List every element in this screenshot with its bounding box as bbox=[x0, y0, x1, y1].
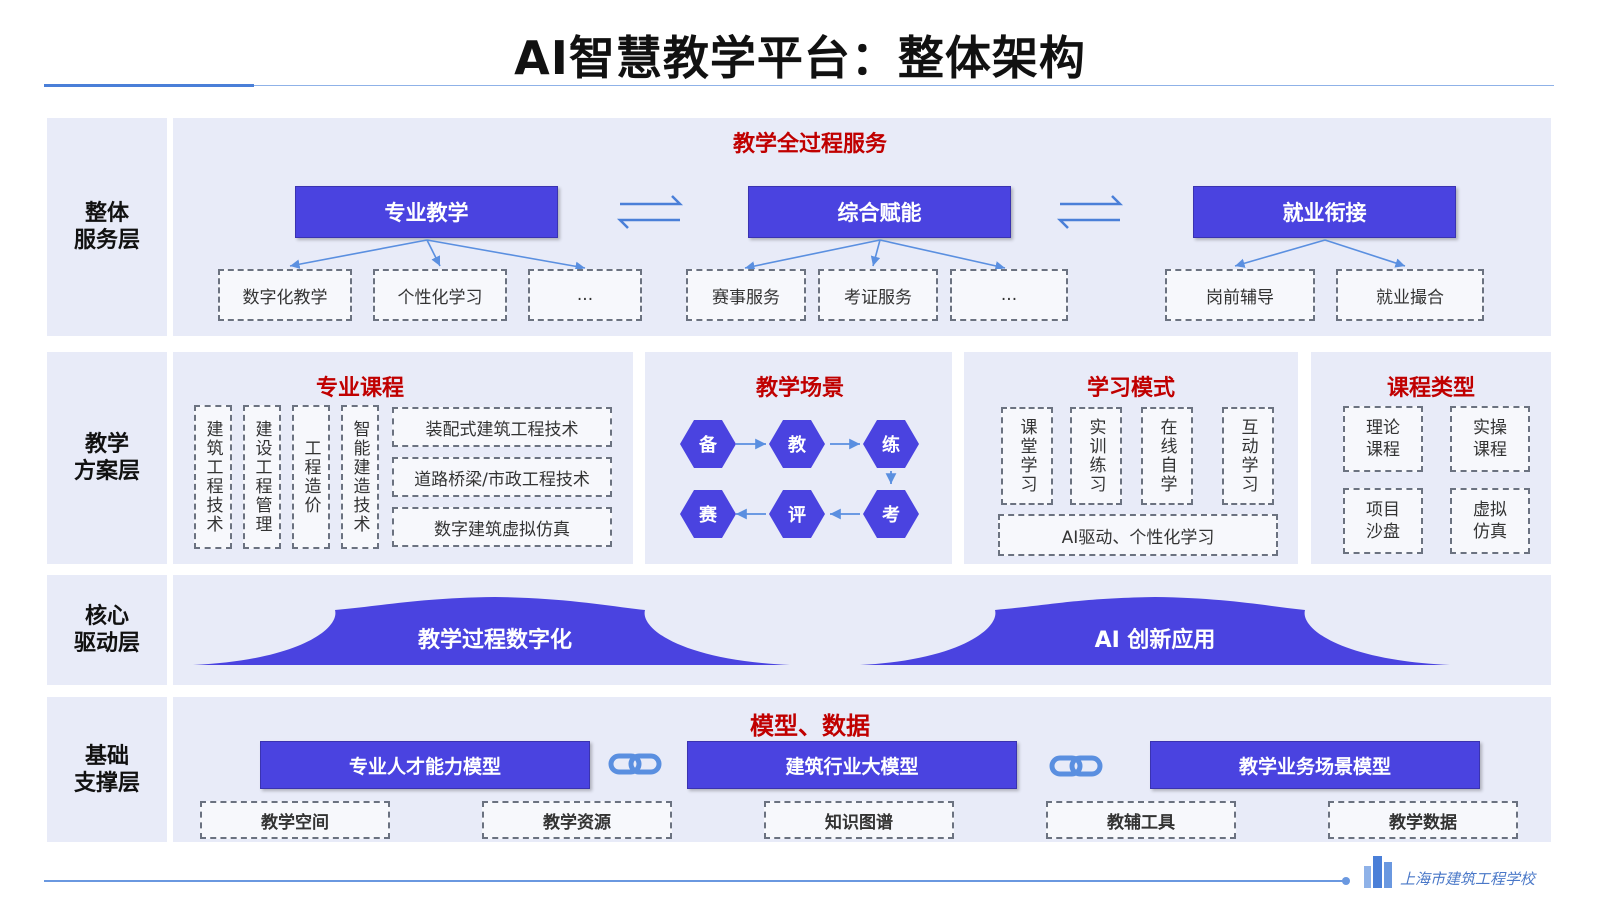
scene-cycle: 备 教 练 考 评 赛 bbox=[680, 420, 919, 538]
course-type-item[interactable]: 理论 课程 bbox=[1343, 406, 1423, 472]
title-underline-accent bbox=[44, 84, 254, 87]
service-item[interactable]: 数字化教学 bbox=[218, 269, 352, 321]
base-item[interactable]: 教学数据 bbox=[1328, 801, 1518, 839]
scene-step: 练 bbox=[882, 434, 900, 456]
group-comprehensive-enablement[interactable]: 综合赋能 bbox=[748, 186, 1011, 238]
service-item[interactable]: ... bbox=[950, 269, 1068, 321]
school-logo-icon bbox=[1364, 856, 1392, 888]
mode-vertical-item[interactable]: 实训练习 bbox=[1070, 407, 1122, 505]
course-vertical-item[interactable]: 工程造价 bbox=[292, 405, 330, 549]
page-title: AI智慧教学平台：整体架构 bbox=[514, 31, 1086, 85]
mode-vertical-item[interactable]: 互动学习 bbox=[1222, 407, 1274, 505]
row-label-service: 整体 服务层 bbox=[47, 118, 167, 336]
course-type-item[interactable]: 项目 沙盘 bbox=[1343, 488, 1423, 554]
title-underline bbox=[254, 85, 1554, 86]
row-label-drive: 核心 驱动层 bbox=[47, 575, 167, 685]
scene-step: 考 bbox=[882, 504, 900, 526]
mode-bottom-item[interactable]: AI驱动、个性化学习 bbox=[998, 514, 1278, 556]
scene-heading: 教学场景 bbox=[755, 376, 844, 401]
chain-link-icon bbox=[1049, 755, 1103, 777]
drive-right-label: AI 创新应用 bbox=[1094, 628, 1216, 653]
row-label-base: 基础 支撑层 bbox=[47, 697, 167, 842]
model-box[interactable]: 专业人才能力模型 bbox=[260, 741, 590, 789]
course-vertical-item[interactable]: 建筑工程技术 bbox=[194, 405, 232, 549]
drive-left-label: 教学过程数字化 bbox=[417, 628, 572, 653]
course-horizontal-item[interactable]: 装配式建筑工程技术 bbox=[392, 407, 612, 447]
base-heading: 模型、数据 bbox=[750, 712, 870, 740]
service-item[interactable]: ... bbox=[528, 269, 642, 321]
base-item[interactable]: 教学资源 bbox=[482, 801, 672, 839]
school-name: 上海市建筑工程学校 bbox=[1400, 870, 1536, 888]
group-employment-connection[interactable]: 就业衔接 bbox=[1193, 186, 1456, 238]
chain-link-icon bbox=[608, 753, 662, 775]
footer-line bbox=[44, 880, 1344, 882]
scene-step: 赛 bbox=[698, 504, 718, 526]
course-type-item[interactable]: 实操 课程 bbox=[1450, 406, 1530, 472]
scene-step: 教 bbox=[788, 434, 807, 456]
hexagon-icon bbox=[680, 420, 919, 538]
course-type-item[interactable]: 虚拟 仿真 bbox=[1450, 488, 1530, 554]
type-heading: 课程类型 bbox=[1386, 376, 1475, 401]
row-label-plan: 教学 方案层 bbox=[47, 352, 167, 564]
mode-vertical-item[interactable]: 在线自学 bbox=[1141, 407, 1193, 505]
course-heading: 专业课程 bbox=[315, 376, 404, 401]
service-item[interactable]: 岗前辅导 bbox=[1165, 269, 1315, 321]
mode-vertical-item[interactable]: 课堂学习 bbox=[1001, 407, 1053, 505]
course-horizontal-item[interactable]: 道路桥梁/市政工程技术 bbox=[392, 457, 612, 497]
service-item[interactable]: 个性化学习 bbox=[373, 269, 507, 321]
exchange-arrow-icon bbox=[616, 195, 1124, 229]
base-item[interactable]: 知识图谱 bbox=[764, 801, 954, 839]
model-box[interactable]: 建筑行业大模型 bbox=[687, 741, 1017, 789]
service-item[interactable]: 就业撮合 bbox=[1336, 269, 1484, 321]
course-vertical-item[interactable]: 智能建造技术 bbox=[341, 405, 379, 549]
scene-step: 评 bbox=[788, 505, 806, 526]
base-item[interactable]: 教辅工具 bbox=[1046, 801, 1236, 839]
course-vertical-item[interactable]: 建设工程管理 bbox=[243, 405, 281, 549]
model-box[interactable]: 教学业务场景模型 bbox=[1150, 741, 1480, 789]
base-item[interactable]: 教学空间 bbox=[200, 801, 390, 839]
group-professional-teaching[interactable]: 专业教学 bbox=[295, 186, 558, 238]
course-horizontal-item[interactable]: 数字建筑虚拟仿真 bbox=[392, 507, 612, 547]
service-heading: 教学全过程服务 bbox=[732, 132, 887, 157]
service-item[interactable]: 考证服务 bbox=[818, 269, 938, 321]
scene-step: 备 bbox=[698, 434, 718, 456]
footer-line-dot bbox=[1342, 877, 1350, 885]
service-item[interactable]: 赛事服务 bbox=[686, 269, 806, 321]
mode-heading: 学习模式 bbox=[1086, 376, 1175, 401]
